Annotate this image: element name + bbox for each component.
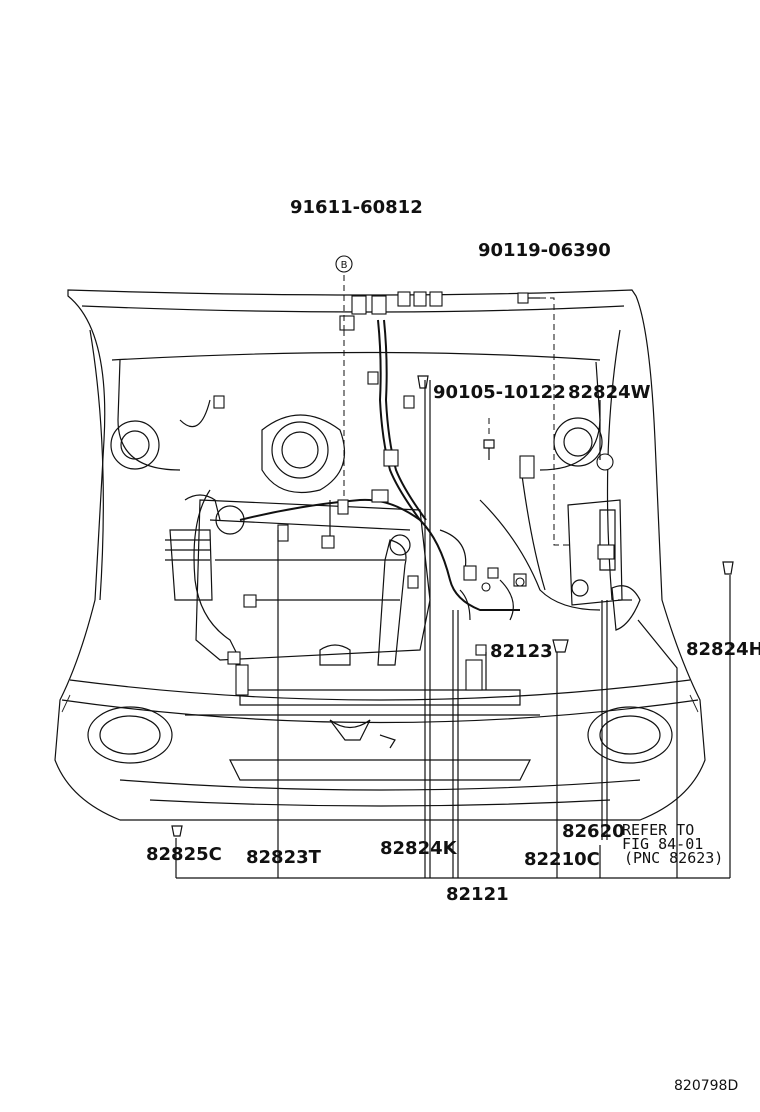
refer-note-line-1: REFER TO: [622, 821, 694, 839]
wire-harness: [179, 291, 641, 665]
part-label-90105-10122: 90105-10122: [433, 382, 566, 403]
circle-b-mark-letter: B: [341, 260, 348, 271]
bolt-90119-part: [517, 292, 529, 304]
clip-82210c-part: [552, 639, 569, 653]
car-body-outline: [54, 289, 706, 821]
part-label-82823t: 82823T: [246, 847, 322, 868]
part-label-82620: 82620: [562, 821, 625, 842]
refer-note-line-3: (PNC 82623): [624, 849, 723, 867]
clip-82825c-part: [171, 825, 183, 837]
part-label-82824k: 82824K: [380, 838, 458, 859]
refer-note-line-2: FIG 84-01: [622, 835, 703, 853]
part-label-82824w: 82824W: [568, 382, 651, 403]
fastener-parts: [171, 292, 734, 837]
part-label-82825c: 82825C: [146, 844, 222, 865]
clip-82824h-part: [722, 561, 734, 575]
part-label-91611-60812: 91611-60812: [290, 197, 423, 218]
part-label-82210c: 82210C: [524, 849, 600, 870]
part-label-82121: 82121: [446, 884, 509, 905]
figure-code: 820798D: [674, 1078, 738, 1094]
part-label-90119-06390: 90119-06390: [478, 240, 611, 261]
circle-b-mark: [335, 255, 353, 273]
bolt-90105-part: [483, 439, 495, 449]
part-label-82824h: 82824H: [686, 639, 760, 660]
part-label-82123: 82123: [490, 641, 553, 662]
clip-82824k-part: [417, 375, 429, 389]
leader-lines: [175, 275, 731, 879]
